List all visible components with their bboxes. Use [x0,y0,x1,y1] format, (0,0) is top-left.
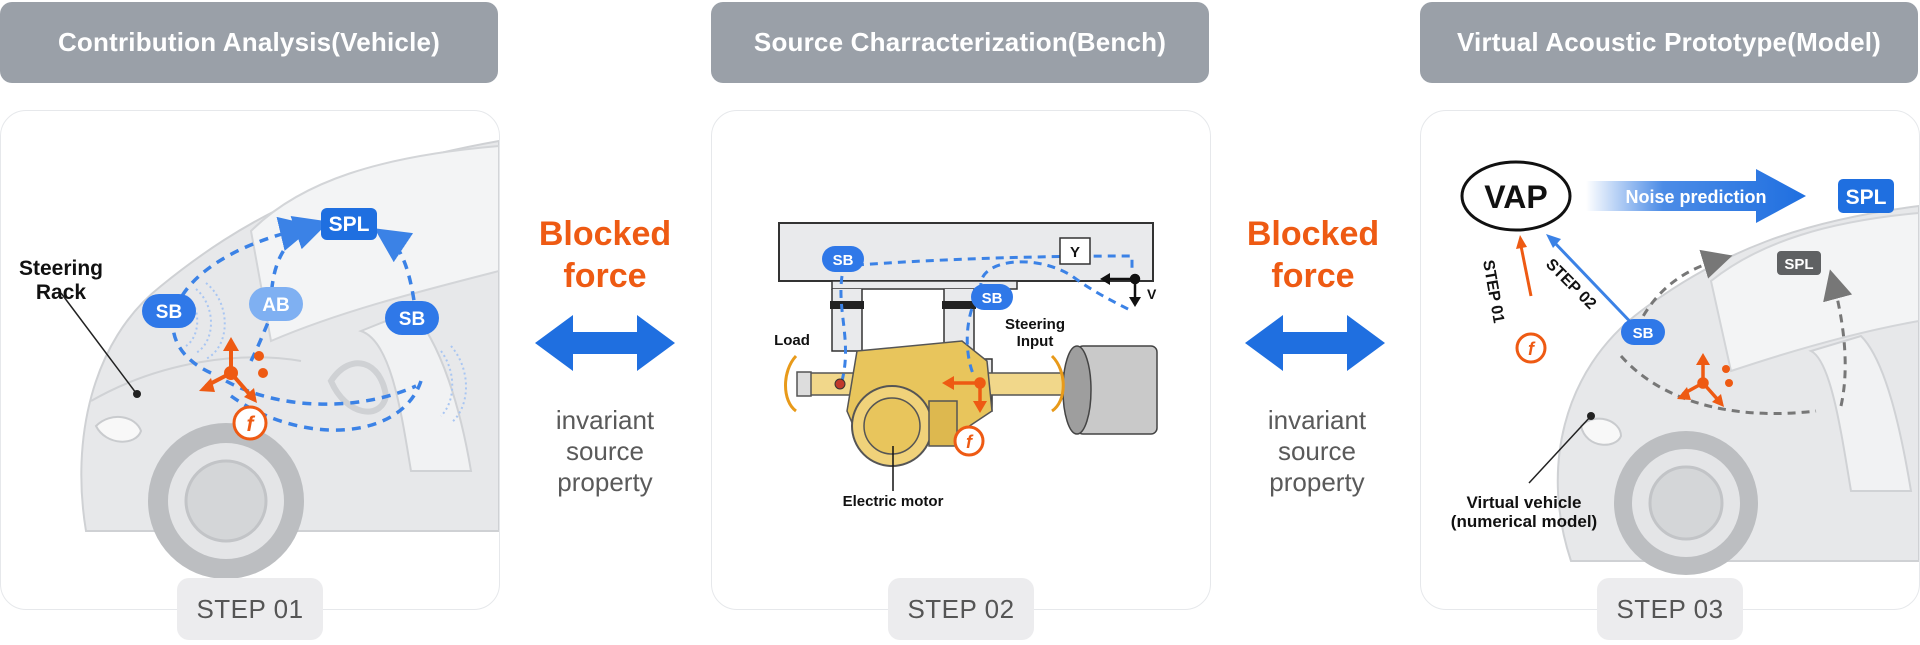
force-f-icon: f [232,405,268,441]
svg-text:f: f [1528,339,1536,359]
panel-contribution: SPL SB AB SB f Steering Rack [0,110,500,610]
svg-text:SB: SB [982,290,1003,307]
property-word: property [1269,467,1365,497]
panel-header-source: Source Charracterization(Bench) [711,2,1209,83]
step02-label: STEP 02 [1542,256,1599,313]
bench-illustration: SB SB Y V f Load Steering Input Electric… [774,222,1158,510]
svg-text:SB: SB [156,302,182,323]
double-arrow-1-icon [535,315,675,371]
steering-input-label-2: Input [1017,333,1054,350]
invariant-word: invariant [555,405,655,435]
blocked-force-word-2: force [1271,257,1355,295]
v-label: V [1147,286,1157,302]
spl-badge: SPL [1838,179,1894,213]
blocked-force-word: Blocked [538,215,672,253]
panel-header-contribution: Contribution Analysis(Vehicle) [0,2,498,83]
svg-text:AB: AB [262,295,289,316]
load-label: Load [774,332,810,349]
blocked-force-title-1: Blocked force [520,213,690,297]
source-word: source [1277,436,1357,466]
force-f-icon: f [953,425,985,457]
svg-text:SPL: SPL [329,213,370,236]
seat [358,309,473,472]
blocked-force-word-2: force [563,257,647,295]
panel-source-bench: SB SB Y V f Load Steering Input Electric… [711,110,1211,610]
step01-label: STEP 01 [1479,259,1507,325]
svg-text:SB: SB [399,309,425,330]
blocked-force-word: Blocked [1246,215,1380,253]
svg-text:Noise prediction: Noise prediction [1625,187,1766,207]
sb-badge-left: SB [142,294,196,328]
invariant-text-2: invariant source property [1232,405,1402,498]
step-badge-02: STEP 02 [888,578,1034,640]
invariant-text-1: invariant source property [520,405,690,498]
sb-badge-top: SB [822,246,864,272]
vehicle-contribution-illustration: SPL SB AB SB f Steering Rack [19,139,499,579]
source-word: source [565,436,645,466]
property-word: property [557,467,653,497]
steering-rack-label: Steering [19,257,103,280]
svg-text:SPL: SPL [1846,186,1887,209]
virtual-vehicle-label: Virtual vehicle [1467,493,1582,512]
invariant-word: invariant [1267,405,1367,435]
virtual-vehicle-illustration: VAP Noise prediction SPL SPL STEP 01 STE… [1451,160,1919,575]
spl-badge-small: SPL [1777,251,1821,275]
hood-line [90,356,302,402]
svg-text:Y: Y [1070,244,1080,261]
vap-ellipse: VAP [1460,160,1572,232]
headlight [94,416,143,443]
force-f-icon: f [1515,332,1547,364]
noise-prediction-arrow: Noise prediction [1586,169,1806,223]
virtual-vehicle-label-2: (numerical model) [1451,512,1597,531]
step-badge-03: STEP 03 [1597,578,1743,640]
electric-motor-label: Electric motor [843,493,944,510]
y-box: Y [1059,237,1091,265]
svg-text:SPL: SPL [1784,256,1813,273]
steering-rack-label-2: Rack [36,281,87,304]
sb-badge-mount: SB [971,284,1013,310]
sb-badge-right: SB [385,301,439,335]
svg-text:SB: SB [1633,325,1654,342]
double-arrow-2-icon [1245,315,1385,371]
sb-badge: SB [1621,319,1665,345]
panel-header-vap: Virtual Acoustic Prototype(Model) [1420,2,1918,83]
svg-text:f: f [966,432,974,452]
blocked-force-title-2: Blocked force [1228,213,1398,297]
svg-text:VAP: VAP [1484,179,1547,215]
panel-vap: VAP Noise prediction SPL SPL STEP 01 STE… [1420,110,1920,610]
step-badge-01: STEP 01 [177,578,323,640]
steering-input-label: Steering [1005,316,1065,333]
svg-text:f: f [247,413,256,436]
svg-text:SB: SB [833,252,854,269]
force-symbol [199,337,268,403]
ab-badge: AB [249,287,303,321]
spl-badge: SPL [321,208,377,240]
